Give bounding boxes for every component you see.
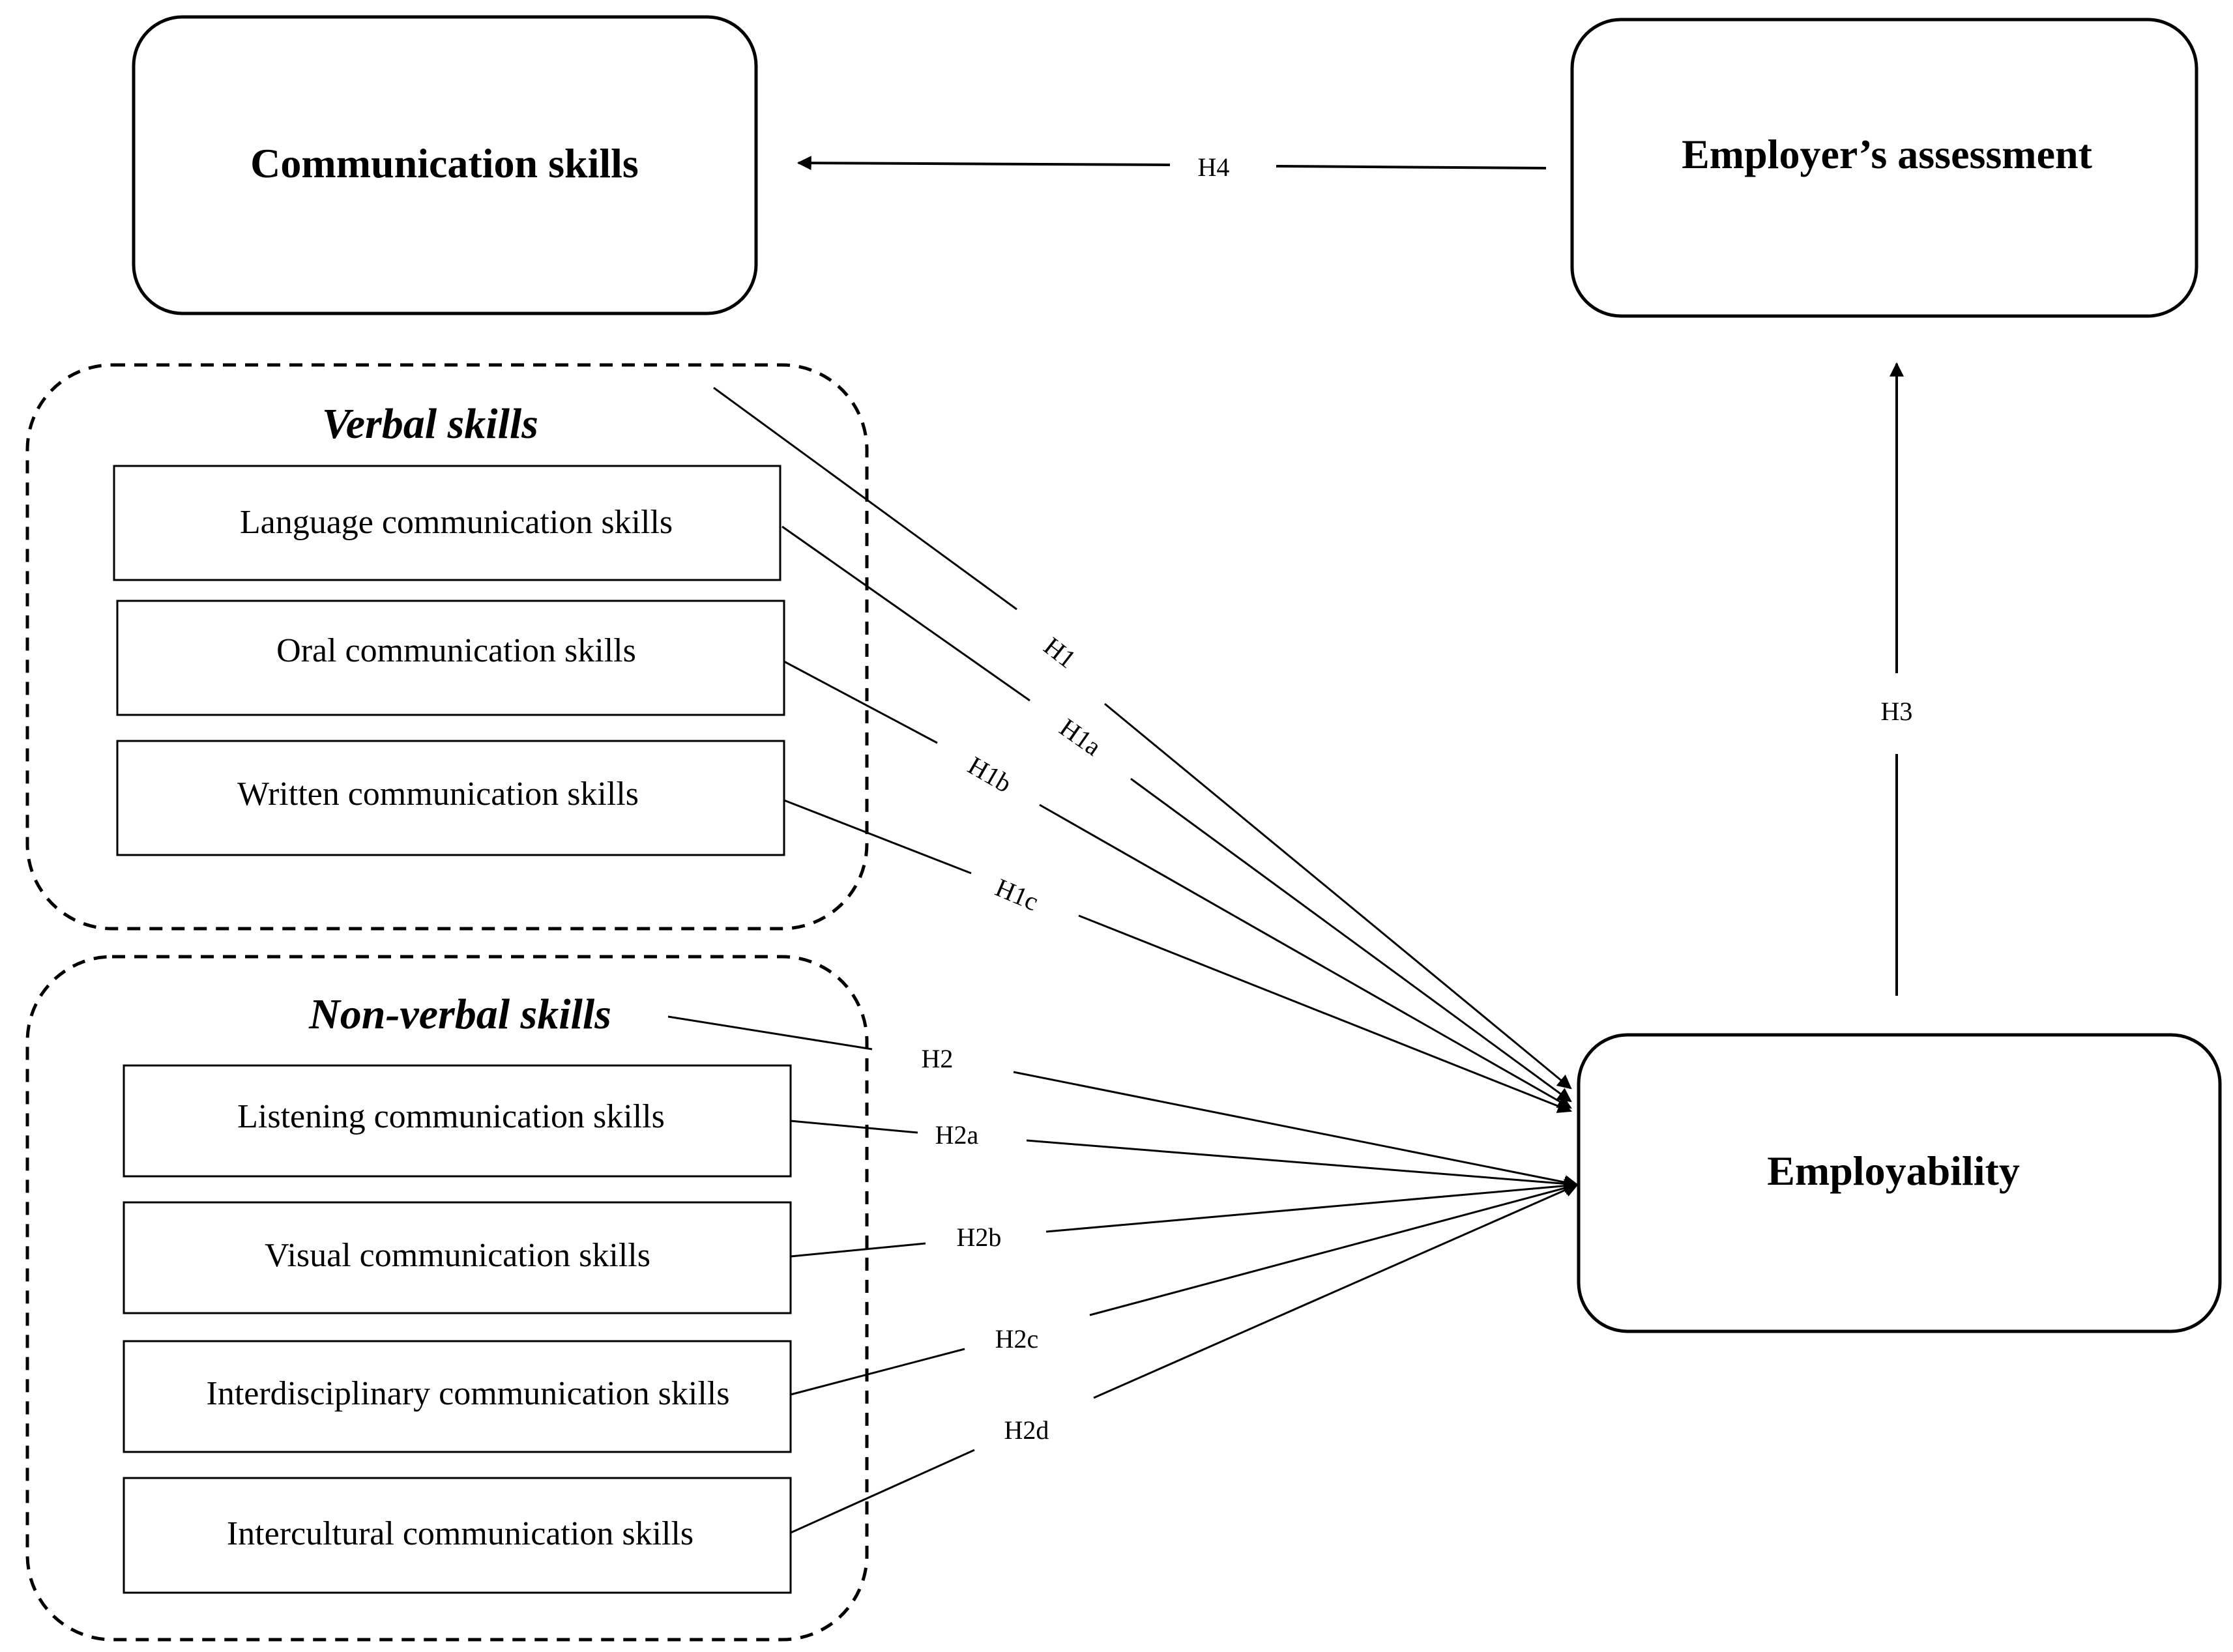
visual-communication-skills-label: Visual communication skills bbox=[265, 1237, 650, 1274]
h2d-label: H2d bbox=[1004, 1415, 1049, 1445]
path-h2: H2 bbox=[667, 1015, 1579, 1189]
communication-skills-label: Communication skills bbox=[250, 140, 639, 186]
h2c-label: H2c bbox=[995, 1324, 1039, 1354]
employability-node: Employability bbox=[1577, 1033, 2222, 1333]
nonverbal-skills-group: Non-verbal skills Listening communicatio… bbox=[25, 955, 869, 1642]
intercultural-communication-skills-label: Intercultural communication skills bbox=[227, 1515, 693, 1552]
h1b-label: H1b bbox=[963, 751, 1017, 798]
path-h2a: H2a bbox=[790, 1120, 1579, 1191]
verbal-skills-title: Verbal skills bbox=[322, 400, 538, 448]
verbal-skills-group: Verbal skills Language communication ski… bbox=[25, 363, 869, 931]
path-h2c: H2c bbox=[790, 1181, 1579, 1396]
language-communication-skills-label: Language communication skills bbox=[240, 504, 673, 541]
employers-assessment-node: Employer’s assessment bbox=[1570, 18, 2198, 318]
path-h2d: H2d bbox=[790, 1183, 1579, 1534]
path-h4: H4 bbox=[796, 152, 1547, 182]
employers-assessment-label: Employer’s assessment bbox=[1682, 131, 2093, 177]
h1c-label: H1c bbox=[991, 873, 1043, 916]
path-h1c: H1c bbox=[783, 799, 1573, 1113]
path-h2b: H2b bbox=[790, 1178, 1579, 1258]
interdisciplinary-communication-skills-label: Interdisciplinary communication skills bbox=[207, 1375, 730, 1412]
communication-skills-node: Communication skills bbox=[132, 15, 758, 315]
h1-label: H1 bbox=[1038, 631, 1081, 674]
h2-label: H2 bbox=[922, 1044, 954, 1073]
employability-label: Employability bbox=[1767, 1148, 2020, 1194]
nonverbal-skills-title: Non-verbal skills bbox=[308, 991, 611, 1038]
h4-label: H4 bbox=[1198, 152, 1230, 182]
path-h3: H3 bbox=[1881, 362, 1913, 996]
h2b-label: H2b bbox=[957, 1223, 1002, 1252]
h3-label: H3 bbox=[1881, 697, 1913, 726]
h2a-label: H2a bbox=[935, 1120, 979, 1150]
oral-communication-skills-label: Oral communication skills bbox=[276, 632, 636, 669]
h1a-label: H1a bbox=[1055, 712, 1107, 761]
written-communication-skills-label: Written communication skills bbox=[237, 775, 639, 813]
path-h1b: H1b bbox=[783, 660, 1572, 1109]
path-h1a: H1a bbox=[781, 525, 1572, 1103]
listening-communication-skills-label: Listening communication skills bbox=[237, 1098, 665, 1135]
